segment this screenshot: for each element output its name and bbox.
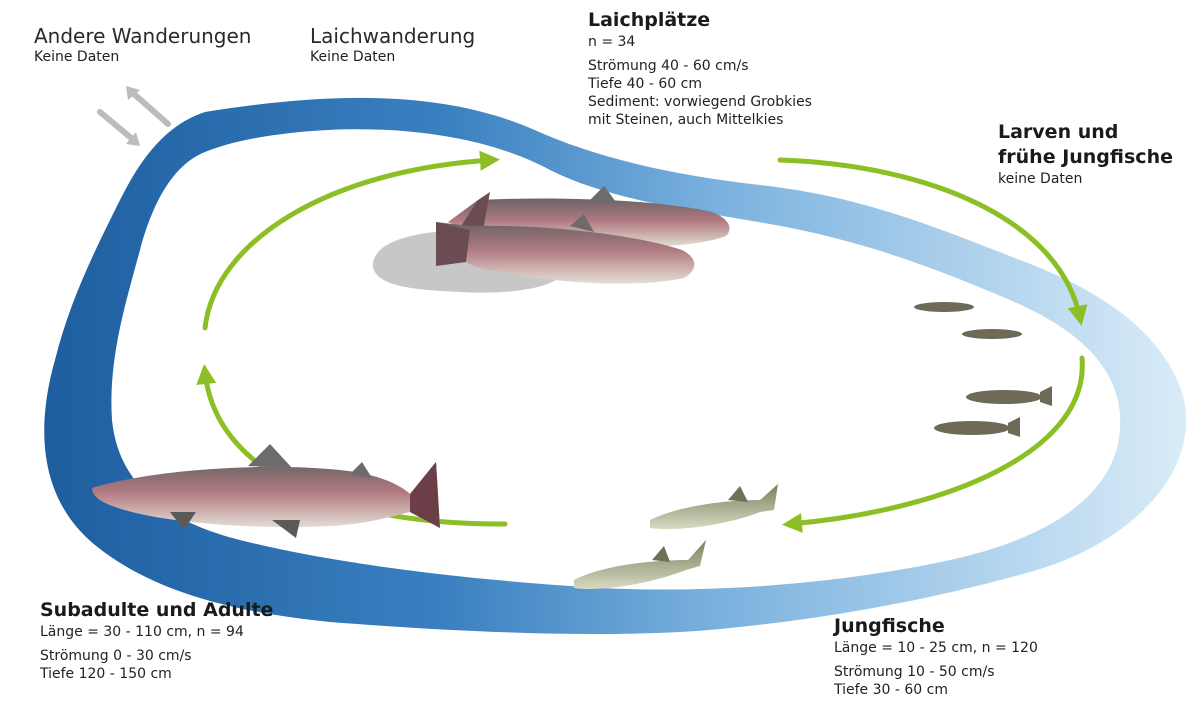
larvae-icon bbox=[914, 302, 1052, 437]
migration-arrows-icon bbox=[100, 86, 168, 146]
label-laichplaetze: Laichplätze n = 34 Strömung 40 - 60 cm/s… bbox=[588, 8, 812, 129]
jungfische-stroemung: Strömung 10 - 50 cm/s bbox=[834, 663, 1038, 681]
andere-wanderungen-sub: Keine Daten bbox=[34, 48, 251, 66]
laichplaetze-sediment-2: mit Steinen, auch Mittelkies bbox=[588, 111, 812, 129]
adulte-title: Subadulte und Adulte bbox=[40, 598, 273, 623]
laichplaetze-tiefe: Tiefe 40 - 60 cm bbox=[588, 75, 812, 93]
andere-wanderungen-title: Andere Wanderungen bbox=[34, 24, 251, 48]
label-andere-wanderungen: Andere Wanderungen Keine Daten bbox=[34, 24, 251, 66]
laichplaetze-stroemung: Strömung 40 - 60 cm/s bbox=[588, 57, 812, 75]
laichplaetze-n: n = 34 bbox=[588, 33, 812, 51]
juvenile-fish-icon bbox=[574, 484, 778, 589]
adulte-tiefe: Tiefe 120 - 150 cm bbox=[40, 665, 273, 683]
larven-title-1: Larven und bbox=[998, 120, 1173, 145]
jungfische-laenge: Länge = 10 - 25 cm, n = 120 bbox=[834, 639, 1038, 657]
label-jungfische: Jungfische Länge = 10 - 25 cm, n = 120 S… bbox=[834, 614, 1038, 699]
larven-sub: keine Daten bbox=[998, 170, 1173, 188]
laichwanderung-title: Laichwanderung bbox=[310, 24, 475, 48]
laichplaetze-title: Laichplätze bbox=[588, 8, 812, 33]
laichplaetze-sediment-1: Sediment: vorwiegend Grobkies bbox=[588, 93, 812, 111]
adulte-laenge: Länge = 30 - 110 cm, n = 94 bbox=[40, 623, 273, 641]
adulte-stroemung: Strömung 0 - 30 cm/s bbox=[40, 647, 273, 665]
larven-title-2: frühe Jungfische bbox=[998, 145, 1173, 170]
label-subadulte-adulte: Subadulte und Adulte Länge = 30 - 110 cm… bbox=[40, 598, 273, 683]
arrow-to-juveniles bbox=[790, 358, 1082, 524]
laichwanderung-sub: Keine Daten bbox=[310, 48, 475, 66]
label-laichwanderung: Laichwanderung Keine Daten bbox=[310, 24, 475, 66]
jungfische-title: Jungfische bbox=[834, 614, 1038, 639]
label-larven: Larven und frühe Jungfische keine Daten bbox=[998, 120, 1173, 188]
jungfische-tiefe: Tiefe 30 - 60 cm bbox=[834, 681, 1038, 699]
